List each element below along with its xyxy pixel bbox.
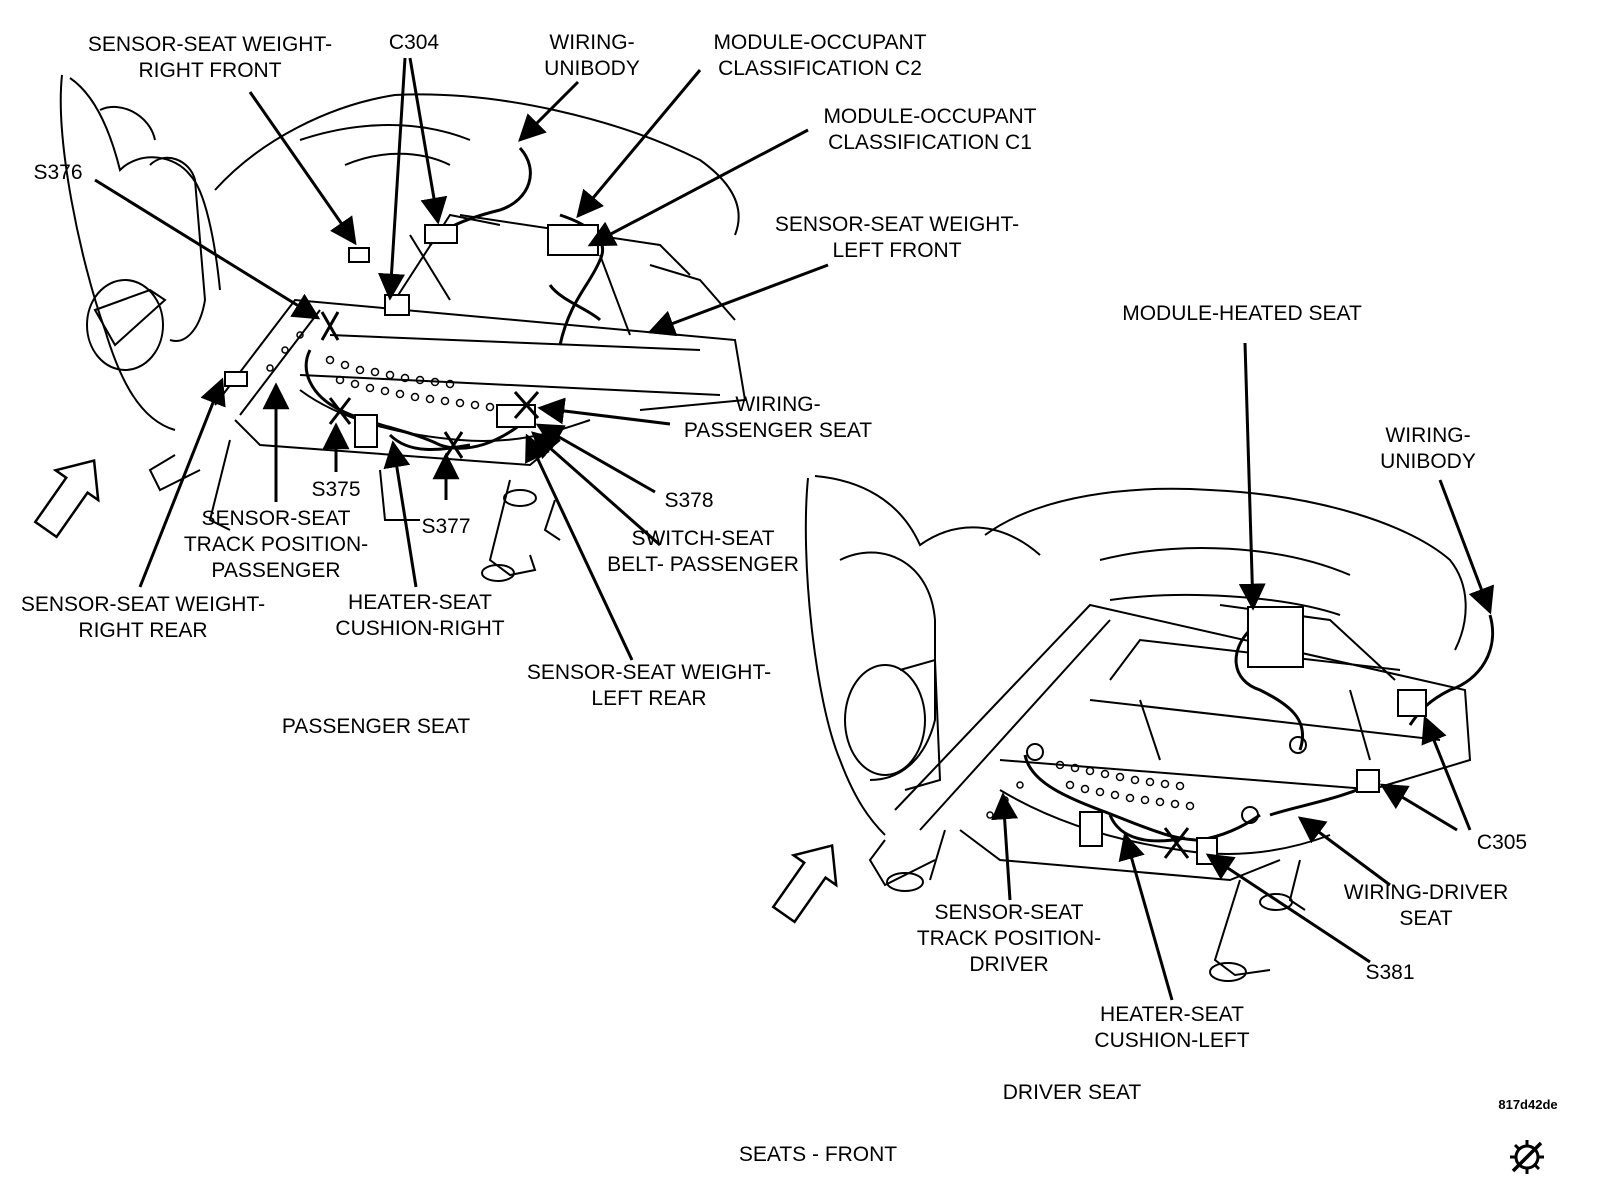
label-c304: C304 [388,31,440,54]
label-weight-left-rear: SENSOR-SEAT WEIGHT- LEFT REAR [526,661,772,710]
label-heater-cushion-right: HEATER-SEAT CUSHION-RIGHT [335,591,505,640]
label-s377: S377 [421,515,471,538]
passenger-fwd-arrow-icon [33,459,100,539]
passenger-view-title: PASSENGER SEAT [281,715,471,738]
gear-logo-icon [1510,1140,1544,1174]
label-s378: S378 [664,489,714,512]
label-track-position-passenger: SENSOR-SEAT TRACK POSITION- PASSENGER [183,507,369,582]
label-s381: S381 [1365,961,1415,984]
figure-caption: SEATS - FRONT [738,1143,898,1166]
driver-leader-lines [991,342,1495,1001]
driver-view-title: DRIVER SEAT [1002,1081,1142,1104]
passenger-seat-drawing [59,74,747,582]
label-weight-right-rear: SENSOR-SEAT WEIGHT- RIGHT REAR [20,593,266,642]
label-wiring-unibody-driver: WIRING- UNIBODY [1380,424,1476,473]
label-wiring-passenger-seat: WIRING- PASSENGER SEAT [683,393,873,442]
driver-fwd-arrow-icon [771,844,838,924]
label-occupant-c2: MODULE-OCCUPANT CLASSIFICATION C2 [713,31,927,80]
label-wiring-driver-seat: WIRING-DRIVER SEAT [1343,881,1509,930]
label-heated-seat-module: MODULE-HEATED SEAT [1122,302,1362,325]
passenger-pan-holes [266,331,495,412]
label-occupant-c1: MODULE-OCCUPANT CLASSIFICATION C1 [823,105,1037,154]
driver-pan-holes [986,760,1195,819]
label-wiring-unibody-passenger: WIRING- UNIBODY [544,31,640,80]
label-weight-left-front: SENSOR-SEAT WEIGHT- LEFT FRONT [774,213,1020,262]
label-switch-seat-belt: SWITCH-SEAT BELT- PASSENGER [607,527,799,576]
label-s375: S375 [311,478,361,501]
label-heater-cushion-left: HEATER-SEAT CUSHION-LEFT [1094,1003,1250,1052]
label-s376: S376 [33,161,83,184]
figure-code: 817d42de [1498,1097,1558,1112]
label-weight-right-front: SENSOR-SEAT WEIGHT- RIGHT FRONT [87,33,333,82]
label-c305: C305 [1476,831,1528,854]
passenger-leader-lines [94,57,829,661]
label-track-position-driver: SENSOR-SEAT TRACK POSITION- DRIVER [916,901,1102,976]
